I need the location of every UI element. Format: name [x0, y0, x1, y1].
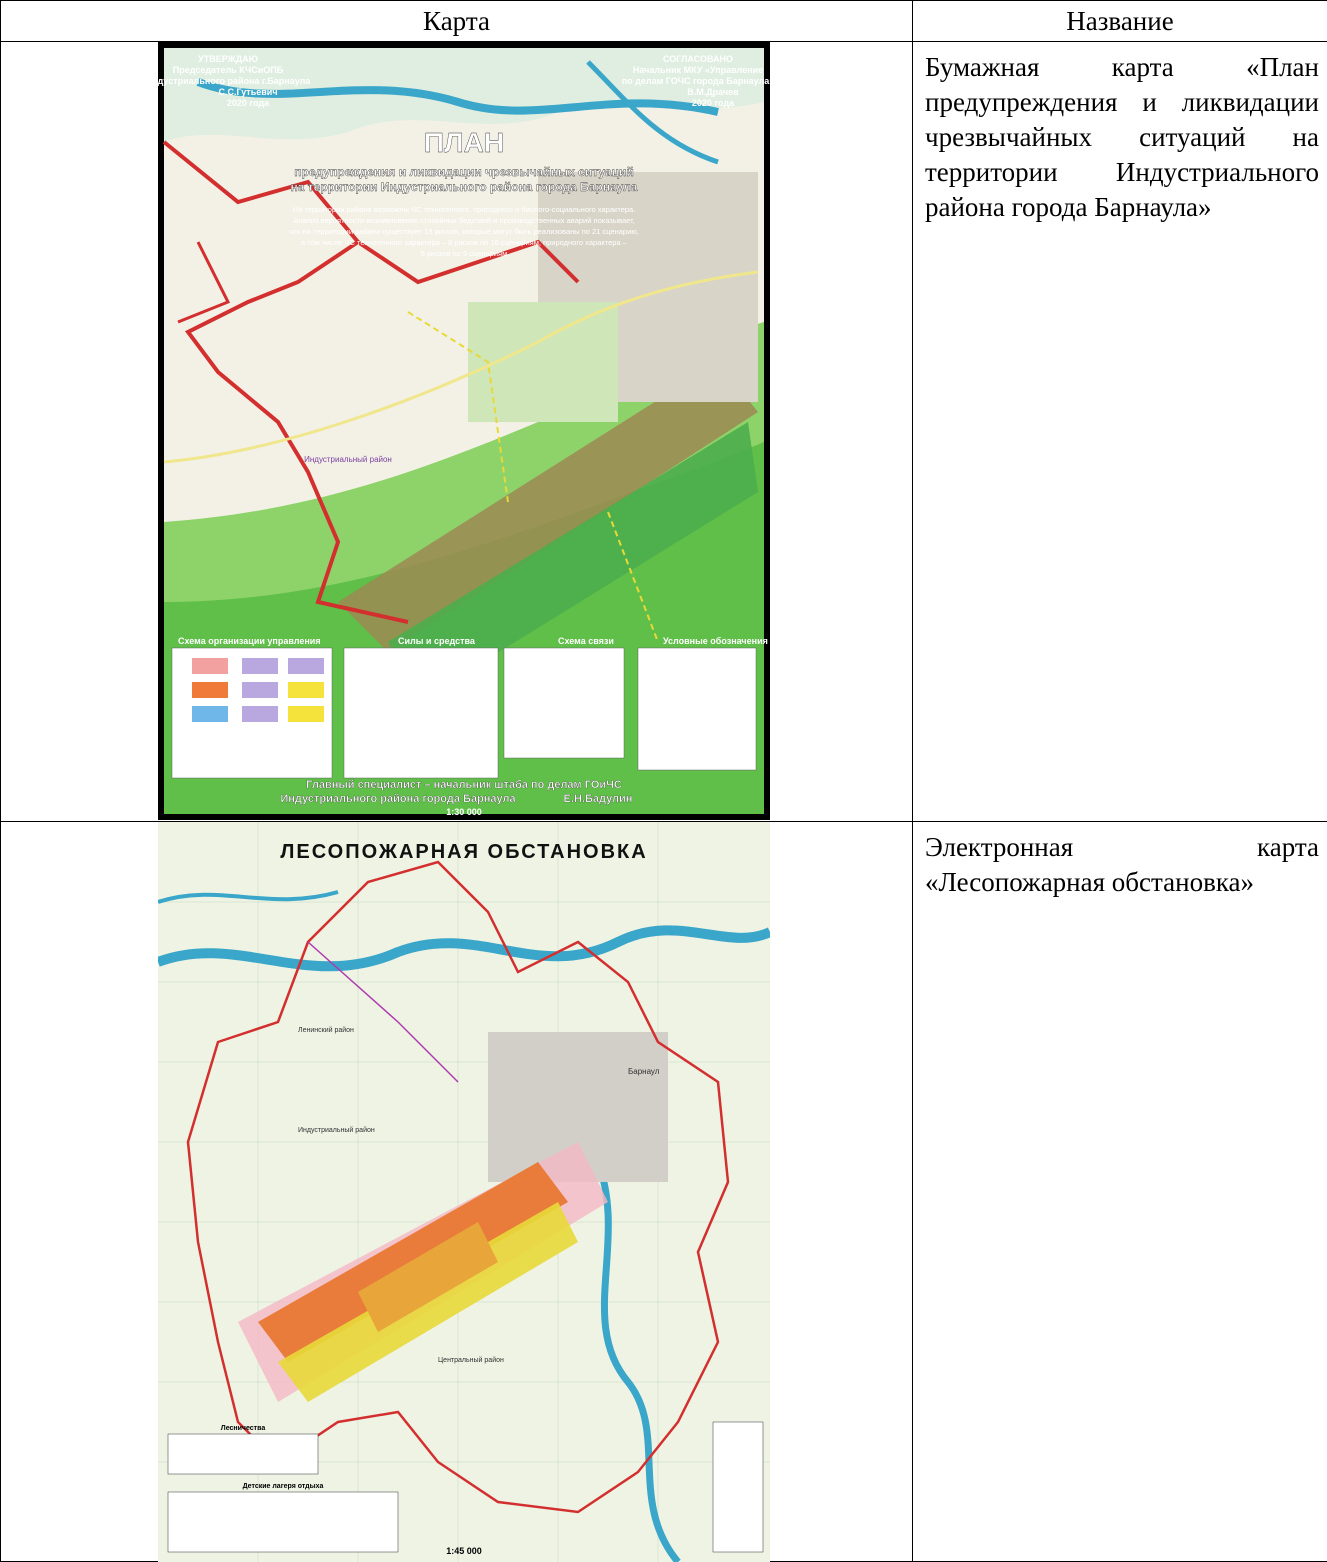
header-name: Название	[912, 0, 1327, 42]
electronic-map-district-central: Центральный район	[438, 1356, 504, 1364]
header-row: Карта Название	[0, 0, 1327, 42]
stamp-right-line-1: СОГЛАСОВАНО	[663, 54, 733, 64]
paper-map-footer-3: Е.Н.Бадулин	[564, 793, 633, 805]
section-label-legend: Условные обозначения	[663, 636, 768, 646]
stamp-right-line-4: В.М.Драчев	[687, 87, 739, 97]
paper-map-desc-2: Анализ вероятности возникновения стихийн…	[293, 216, 635, 225]
paper-map-svg: УТВЕРЖДАЮ Председатель КЧСиОПБ Индустриа…	[158, 48, 770, 817]
paper-map-name: Бумажная карта «План предупреждения и ли…	[925, 52, 1319, 222]
electronic-map-district-industrial: Индустриальный район	[298, 1126, 375, 1134]
stamp-right-line-2: Начальник МКУ «Управление	[633, 65, 763, 75]
paper-map-district-label: Индустриальный район	[304, 455, 392, 464]
paper-map-subtitle-2: на территории Индустриального района гор…	[291, 180, 638, 194]
name-cell-paper: Бумажная карта «План предупреждения и ли…	[912, 41, 1327, 822]
paper-map-desc-1: На территории района возможны ЧС техноге…	[293, 205, 636, 214]
stamp-left-line-2: Председатель КЧСиОПБ	[173, 65, 284, 75]
paper-map-desc-3: что на территории района существует 13 р…	[289, 227, 639, 236]
electronic-map-district-leninsky: Ленинский район	[298, 1026, 354, 1034]
header-map: Карта	[0, 0, 913, 42]
map-cell-paper: УТВЕРЖДАЮ Председатель КЧСиОПБ Индустриа…	[0, 41, 913, 822]
paper-map-footer-2: Индустриального района города Барнаула	[280, 793, 516, 805]
electronic-map-city-label: Барнаул	[628, 1067, 660, 1076]
paper-map-desc-5: 5 рисков по 9 сценариям	[421, 249, 508, 258]
stamp-left-line-1: УТВЕРЖДАЮ	[198, 54, 258, 64]
stamp-right-line-3: по делам ГОЧС города Барнаула»	[622, 76, 770, 86]
table-row: УТВЕРЖДАЮ Председатель КЧСиОПБ Индустриа…	[0, 41, 1327, 822]
paper-map-title: ПЛАН	[424, 127, 504, 158]
stamp-right-line-5: 2020 года	[692, 98, 735, 108]
electronic-map-scale: 1:45 000	[446, 1546, 482, 1556]
electronic-map-table-camps: Детские лагеря отдыха	[243, 1483, 324, 1490]
stamp-left-line-4: С.С.Гутьевич	[218, 87, 277, 97]
name-cell-electronic: Электронная карта «Лесопожарная обстанов…	[912, 821, 1327, 1562]
paper-map-subtitle-1: предупреждения и ликвидации чрезвычайных…	[294, 165, 633, 179]
electronic-map-table-forestry: Лесничества	[221, 1425, 266, 1432]
section-label-forces: Силы и средства	[398, 636, 476, 646]
stamp-left-line-3: Индустриального района г.Барнаула	[158, 76, 311, 86]
paper-map-scale: 1:30 000	[446, 807, 482, 817]
section-label-communication: Схема связи	[558, 636, 614, 646]
table-row: ЛЕСОПОЖАРНАЯ ОБСТАНОВКА Барнаул Индустри…	[0, 821, 1327, 1562]
electronic-map-name: Электронная карта «Лесопожарная обстанов…	[925, 832, 1319, 897]
electronic-map-svg: ЛЕСОПОЖАРНАЯ ОБСТАНОВКА Барнаул Индустри…	[158, 822, 770, 1562]
electronic-map-image: ЛЕСОПОЖАРНАЯ ОБСТАНОВКА Барнаул Индустри…	[158, 822, 770, 1562]
stamp-left-line-5: 2020 года	[227, 98, 270, 108]
electronic-map-title: ЛЕСОПОЖАРНАЯ ОБСТАНОВКА	[280, 841, 647, 863]
map-cell-electronic: ЛЕСОПОЖАРНАЯ ОБСТАНОВКА Барнаул Индустри…	[0, 821, 913, 1562]
paper-map-footer-1: Главный специалист – начальник штаба по …	[306, 779, 622, 791]
paper-map-image: УТВЕРЖДАЮ Председатель КЧСиОПБ Индустриа…	[158, 42, 770, 820]
paper-map-desc-4: в том числе ЧС техногенного характера – …	[301, 238, 628, 247]
section-label-control: Схема организации управления	[178, 636, 321, 646]
